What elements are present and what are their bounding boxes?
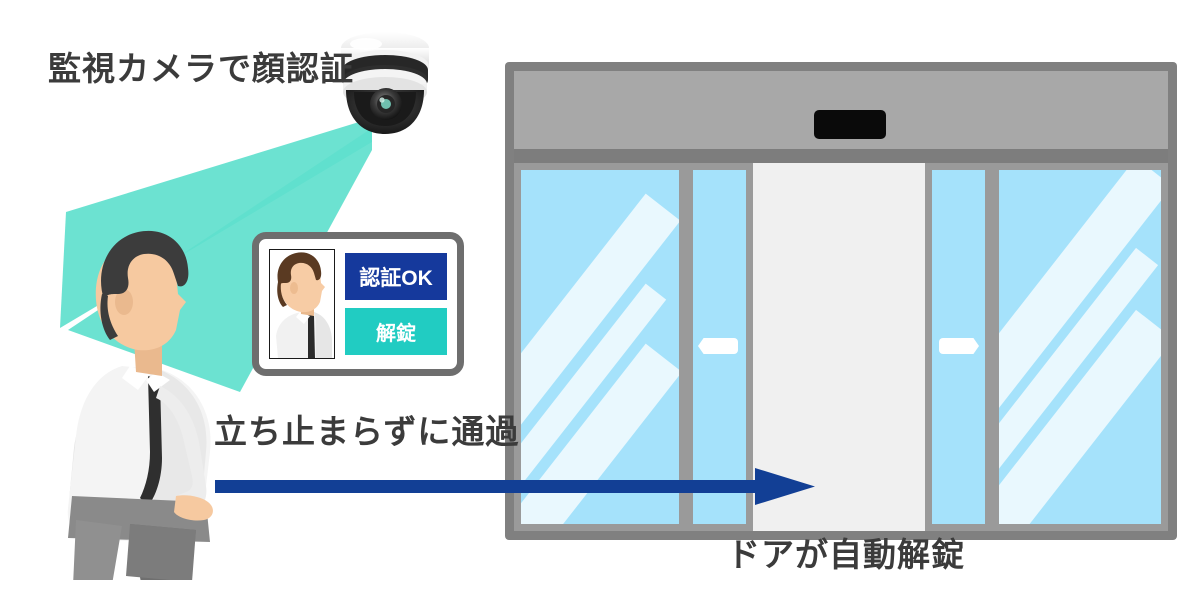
registered-face-photo bbox=[269, 249, 335, 359]
fixed-glass-panel-right bbox=[992, 163, 1168, 531]
fixed-glass-panel-left bbox=[514, 163, 686, 531]
face-recognition-result-panel[interactable]: 認証OK 解錠 bbox=[252, 232, 464, 376]
auth-ok-badge: 認証OK bbox=[345, 253, 447, 300]
sliding-door-panel-right[interactable] bbox=[925, 163, 992, 531]
caption-door-unlock: ドアが自動解錠 bbox=[727, 536, 965, 573]
walking-man-figure bbox=[67, 230, 213, 580]
door-handle-left[interactable] bbox=[698, 338, 738, 354]
dome-security-camera-icon bbox=[341, 32, 429, 134]
caption-pass-through: 立ち止まらずに通過 bbox=[214, 413, 520, 450]
sliding-door-panel-left[interactable] bbox=[686, 163, 753, 531]
door-mullion bbox=[514, 149, 1168, 163]
unlock-badge: 解錠 bbox=[345, 308, 447, 355]
door-sensor-box bbox=[814, 110, 886, 139]
door-opening bbox=[753, 163, 925, 531]
door-transom-panel bbox=[514, 71, 1168, 149]
automatic-sliding-door bbox=[505, 62, 1177, 540]
walk-direction-arrow bbox=[215, 468, 815, 505]
door-handle-right[interactable] bbox=[939, 338, 979, 354]
caption-camera: 監視カメラで顔認証 bbox=[48, 50, 354, 87]
